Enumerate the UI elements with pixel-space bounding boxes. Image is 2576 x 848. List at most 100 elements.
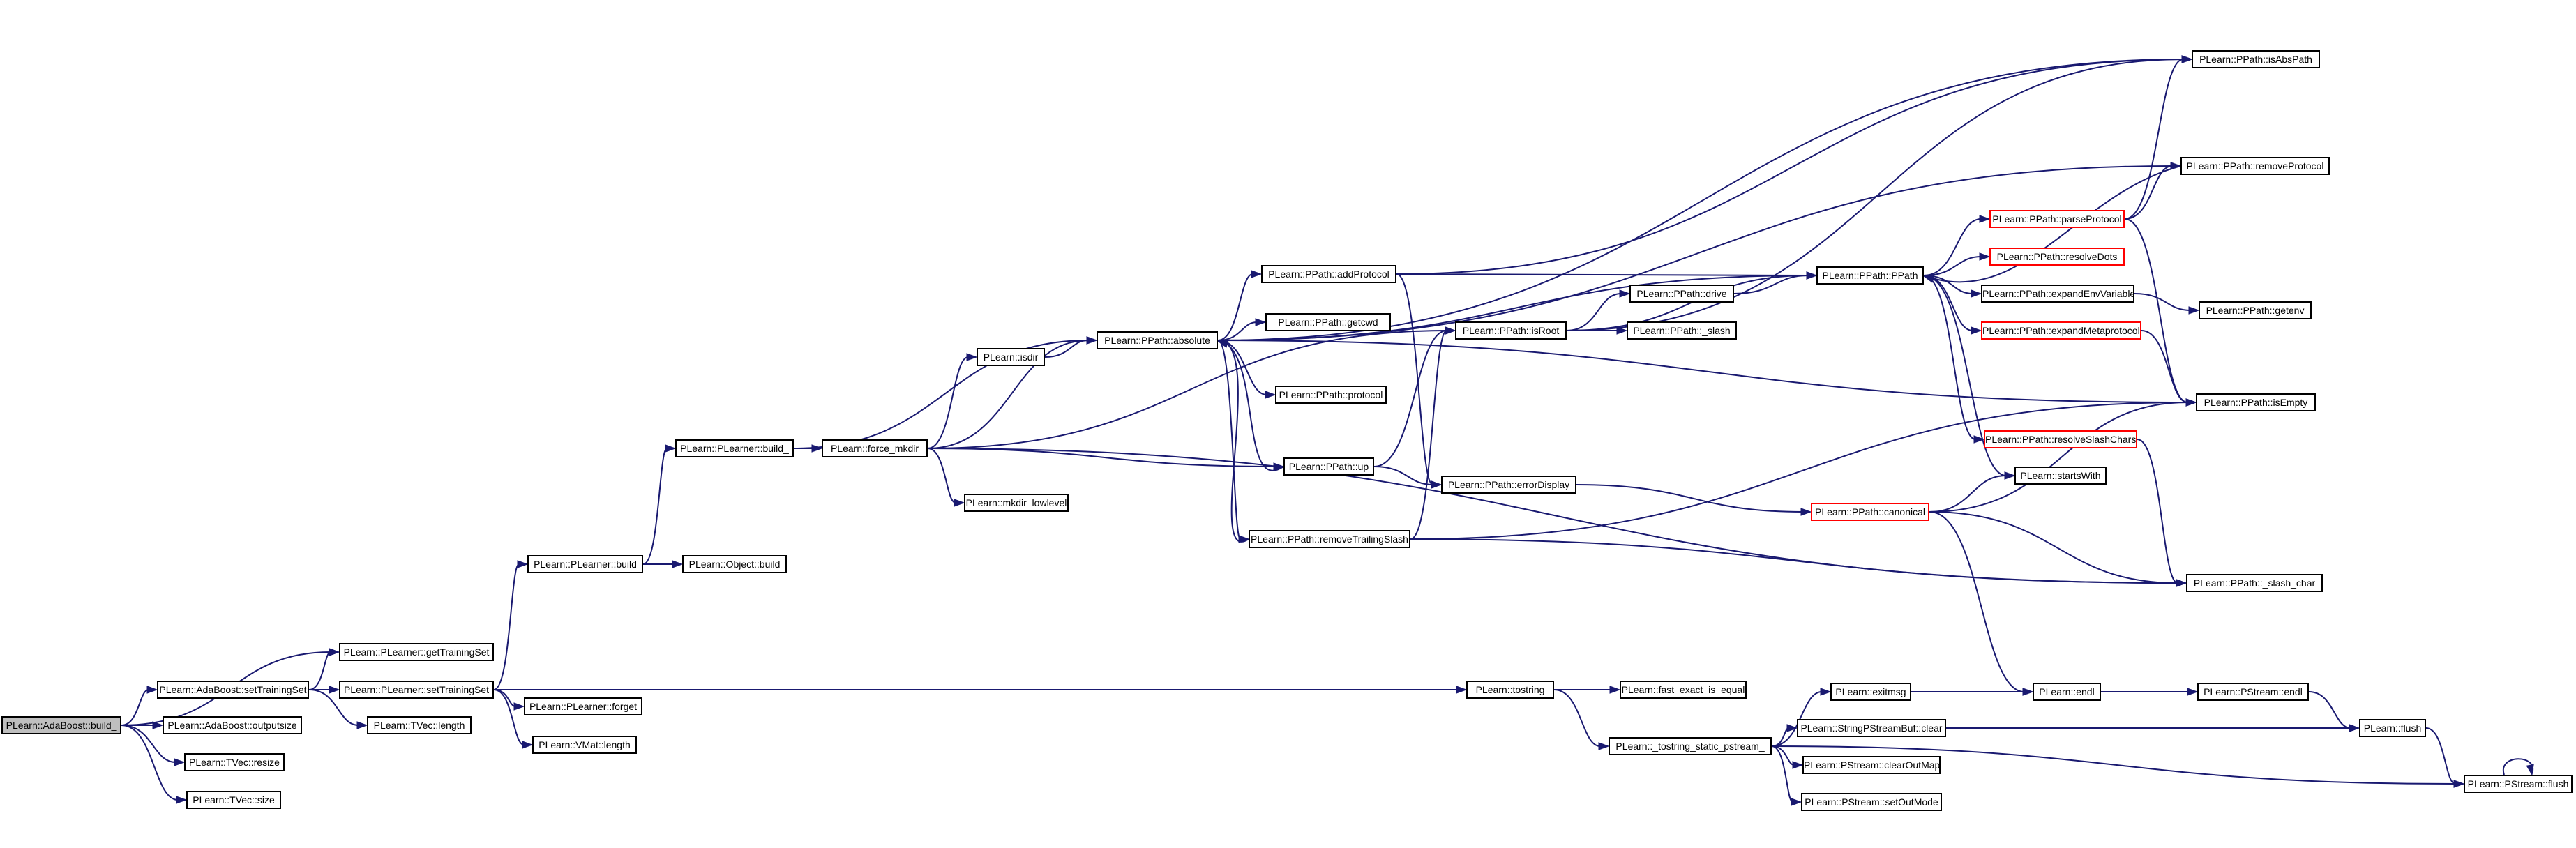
node-ppath-isempty[interactable]: PLearn::PPath::isEmpty: [2196, 393, 2316, 411]
node-ppath-getcwd[interactable]: PLearn::PPath::getcwd: [1265, 313, 1391, 331]
node-ppath-isroot[interactable]: PLearn::PPath::isRoot: [1455, 321, 1567, 340]
edge-arrowhead: [1431, 480, 1443, 489]
node-plearner-gettrainingset[interactable]: PLearn::PLearner::getTrainingSet: [339, 643, 494, 661]
node-plearner-build-private[interactable]: PLearn::PLearner::build_: [675, 439, 794, 457]
node-pstream-setoutmode[interactable]: PLearn::PStream::setOutMode: [1801, 793, 1942, 811]
node-ppath-expandmetaprotocols[interactable]: PLearn::PPath::expandMetaprotocols: [1981, 321, 2141, 340]
edge-addProtocol-to-errorDisplay: [1396, 273, 1433, 485]
node-plearner-build[interactable]: PLearn::PLearner::build: [527, 555, 643, 573]
node-adaboost-outputsize[interactable]: PLearn::AdaBoost::outputsize: [163, 716, 302, 734]
node-plearner-forget[interactable]: PLearn::PLearner::forget: [524, 697, 642, 716]
edge-forceMkdir-to-mkdirLowlevel: [927, 448, 956, 503]
node-ppath-isabspath[interactable]: PLearn::PPath::isAbsPath: [2192, 50, 2320, 68]
edge-arrowhead: [665, 444, 677, 453]
node-tvec-length[interactable]: PLearn::TVec::length: [367, 716, 472, 734]
edge-arrowhead: [2187, 688, 2199, 696]
node-isdir[interactable]: PLearn::isdir: [977, 348, 1045, 366]
edge-forceMkdir-to-up: [927, 448, 1276, 467]
edge-arrowhead: [1791, 798, 1802, 806]
node-adaboost-settrainingset[interactable]: PLearn::AdaBoost::setTrainingSet: [157, 681, 309, 699]
edge-isdir-to-absolute: [1044, 340, 1089, 358]
node-object-build[interactable]: PLearn::Object::build: [682, 555, 787, 573]
node-ppath-errordisplay[interactable]: PLearn::PPath::errorDisplay: [1441, 476, 1576, 494]
node-ppath-ppath[interactable]: PLearn::PPath::PPath: [1816, 266, 1924, 285]
node-ppath-slash-char[interactable]: PLearn::PPath::_slash_char: [2186, 574, 2323, 592]
edge-arrowhead: [2004, 471, 2016, 480]
node-plearner-settrainingset[interactable]: PLearn::PLearner::setTrainingSet: [339, 681, 494, 699]
node-ppath-slash[interactable]: PLearn::PPath::_slash: [1627, 321, 1737, 340]
edge-root-to-adaSetTraining: [121, 689, 149, 726]
node-tostring-static-pstream[interactable]: PLearn::_tostring_static_pstream_: [1609, 737, 1772, 755]
edge-addProtocol-to-isAbsPath: [1396, 59, 2184, 275]
edge-parseProtocol-to-isAbsPath: [2124, 59, 2184, 220]
node-tvec-resize[interactable]: PLearn::TVec::resize: [184, 753, 285, 771]
edge-adaSetTraining-to-tvecLength: [308, 689, 359, 726]
edge-arrowhead: [1806, 271, 1818, 280]
node-endl[interactable]: PLearn::endl: [2033, 683, 2101, 701]
node-ppath-removetrailingslash[interactable]: PLearn::PPath::removeTrailingSlash: [1249, 530, 1410, 548]
node-ppath-protocol[interactable]: PLearn::PPath::protocol: [1275, 386, 1387, 404]
node-ppath-resolvedots[interactable]: PLearn::PPath::resolveDots: [1989, 248, 2125, 266]
node-stringpstreambuf-clear[interactable]: PLearn::StringPStreamBuf::clear: [1797, 719, 1946, 737]
node-tostring[interactable]: PLearn::tostring: [1466, 681, 1554, 699]
node-ppath-parseprotocol[interactable]: PLearn::PPath::parseProtocol: [1989, 210, 2125, 228]
node-vmat-length[interactable]: PLearn::VMat::length: [532, 736, 637, 754]
edge-isRoot-to-ppath: [1566, 275, 1809, 331]
node-ppath-drive[interactable]: PLearn::PPath::drive: [1629, 285, 1734, 303]
edge-errorDisplay-to-canonical: [1576, 484, 1803, 513]
node-ppath-up[interactable]: PLearn::PPath::up: [1283, 457, 1374, 476]
node-pstream-clearoutmap[interactable]: PLearn::PStream::clearOutMap: [1802, 756, 1941, 774]
node-pstream-endl[interactable]: PLearn::PStream::endl: [2197, 683, 2309, 701]
edge-arrowhead: [2022, 688, 2034, 696]
node-adaboost-build[interactable]: PLearn::AdaBoost::build_: [1, 716, 121, 734]
edge-forceMkdir-to-absolute: [927, 340, 1089, 449]
edge-removeTrailingSlash-to-slashChar: [1410, 538, 2178, 584]
edge-arrowhead: [1979, 215, 1991, 223]
edge-absolute-to-addProtocol: [1217, 273, 1253, 341]
node-exitmsg[interactable]: PLearn::exitmsg: [1830, 683, 1911, 701]
node-ppath-absolute[interactable]: PLearn::PPath::absolute: [1097, 331, 1218, 349]
edge-removeProtocol-to-ppath: [1931, 165, 2181, 283]
node-ppath-addprotocol[interactable]: PLearn::PPath::addProtocol: [1261, 265, 1396, 283]
edge-ppath-to-expandMeta: [1923, 275, 1973, 331]
edge-arrowhead: [1973, 435, 1985, 444]
edge-ppath-to-parseProtocol: [1923, 218, 1982, 276]
node-force-mkdir[interactable]: PLearn::force_mkdir: [822, 439, 928, 457]
edge-arrowhead: [2185, 398, 2197, 407]
edge-arrowhead: [1217, 340, 1229, 348]
edge-canonical-to-isEmpty: [1929, 402, 2188, 513]
node-startswith[interactable]: PLearn::startsWith: [2014, 467, 2107, 485]
node-ppath-removeprotocol[interactable]: PLearn::PPath::removeProtocol: [2180, 157, 2330, 175]
edge-arrowhead: [146, 686, 158, 694]
edge-parseProtocol-to-removeProtocol: [2124, 165, 2173, 220]
edge-arrowhead: [966, 353, 978, 361]
node-tvec-size[interactable]: PLearn::TVec::size: [186, 791, 281, 809]
node-pstream-flush[interactable]: PLearn::PStream::flush: [2464, 775, 2573, 793]
edge-arrowhead: [1456, 686, 1468, 694]
edge-forceMkdir-to-slashChar: [927, 448, 2178, 584]
edge-absolute-to-isEmpty: [1217, 340, 2188, 403]
edge-tostringStatic-to-spsbClear: [1771, 727, 1789, 747]
edge-flush-to-pstreamFlush: [2425, 727, 2456, 785]
node-ppath-getenv[interactable]: PLearn::PPath::getenv: [2199, 301, 2312, 319]
edge-arrowhead: [1609, 686, 1621, 694]
edge-arrowhead: [954, 499, 965, 507]
node-flush[interactable]: PLearn::flush: [2359, 719, 2426, 737]
edge-canonical-to-startsWith: [1929, 475, 2007, 513]
edge-arrowhead: [1820, 688, 1832, 696]
node-mkdir-lowlevel[interactable]: PLearn::mkdir_lowlevel: [964, 494, 1069, 512]
node-ppath-resolveslashchars[interactable]: PLearn::PPath::resolveSlashChars: [1984, 430, 2137, 448]
edge-adaSetTraining-to-getTrainingSet: [308, 651, 331, 690]
edge-arrowhead: [2453, 780, 2465, 788]
edge-expandMeta-to-isEmpty: [2141, 330, 2188, 403]
edge-forceMkdir-to-isRoot: [927, 330, 1447, 449]
edge-arrowhead: [1786, 724, 1798, 732]
edge-arrowhead: [174, 758, 186, 766]
node-ppath-expandenvvariables[interactable]: PLearn::PPath::expandEnvVariables: [1981, 285, 2134, 303]
node-ppath-canonical[interactable]: PLearn::PPath::canonical: [1811, 503, 1929, 521]
node-fast-exact-is-equal[interactable]: PLearn::fast_exact_is_equal: [1620, 681, 1747, 699]
edge-arrowhead: [1922, 275, 1935, 283]
edge-plSetTraining-to-plBuild: [493, 563, 520, 690]
edge-arrowhead: [1971, 289, 1982, 298]
